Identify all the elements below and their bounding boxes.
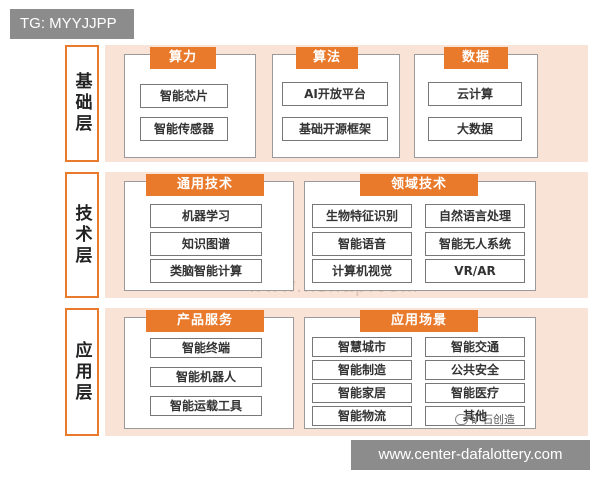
panel-general-tech-title: 通用技术 — [146, 174, 264, 196]
panel-data — [414, 54, 538, 158]
item-biometrics: 生物特征识别 — [312, 204, 412, 228]
item-nlp: 自然语言处理 — [425, 204, 525, 228]
item-big-data: 大数据 — [428, 117, 522, 141]
panel-algorithm — [272, 54, 400, 158]
panel-domain-tech-title: 领域技术 — [360, 174, 478, 196]
item-smart-voice: 智能语音 — [312, 232, 412, 256]
footer-url: www.center-dafalottery.com — [351, 440, 590, 470]
item-knowledge-graph: 知识图谱 — [150, 232, 262, 256]
item-computer-vision: 计算机视觉 — [312, 259, 412, 283]
item-unmanned-systems: 智能无人系统 — [425, 232, 525, 256]
item-machine-learning: 机器学习 — [150, 204, 262, 228]
panel-scenarios-title: 应用场景 — [360, 310, 478, 332]
tag-label: TG: MYYJJPP — [10, 9, 134, 39]
wechat-icon — [455, 413, 468, 425]
panel-products-title: 产品服务 — [146, 310, 264, 332]
item-smart-robot: 智能机器人 — [150, 367, 262, 387]
panel-data-title: 数据 — [444, 47, 508, 69]
item-smart-traffic: 智能交通 — [425, 337, 525, 357]
layer-label-foundation: 基础层 — [65, 45, 99, 162]
item-smart-healthcare: 智能医疗 — [425, 383, 525, 403]
item-open-framework: 基础开源框架 — [282, 117, 388, 141]
item-smart-logistics: 智能物流 — [312, 406, 412, 426]
item-smart-manufacturing: 智能制造 — [312, 360, 412, 380]
item-smart-city: 智慧城市 — [312, 337, 412, 357]
layer-label-application: 应用层 — [65, 308, 99, 436]
item-ai-platform: AI开放平台 — [282, 82, 388, 106]
panel-compute-title: 算力 — [150, 47, 216, 69]
item-public-safety: 公共安全 — [425, 360, 525, 380]
item-cloud-computing: 云计算 — [428, 82, 522, 106]
item-vr-ar: VR/AR — [425, 259, 525, 283]
item-brain-computing: 类脑智能计算 — [150, 259, 262, 283]
panel-algorithm-title: 算法 — [296, 47, 358, 69]
wechat-source: 矿石创造 — [455, 411, 515, 427]
item-smart-vehicle: 智能运载工具 — [150, 396, 262, 416]
item-smart-home: 智能家居 — [312, 383, 412, 403]
item-smart-terminal: 智能终端 — [150, 338, 262, 358]
wechat-label: 矿石创造 — [471, 413, 515, 426]
item-smart-chip: 智能芯片 — [140, 84, 228, 108]
item-other: 其他 — [425, 406, 525, 426]
layer-label-technology: 技术层 — [65, 172, 99, 298]
item-smart-sensor: 智能传感器 — [140, 117, 228, 141]
